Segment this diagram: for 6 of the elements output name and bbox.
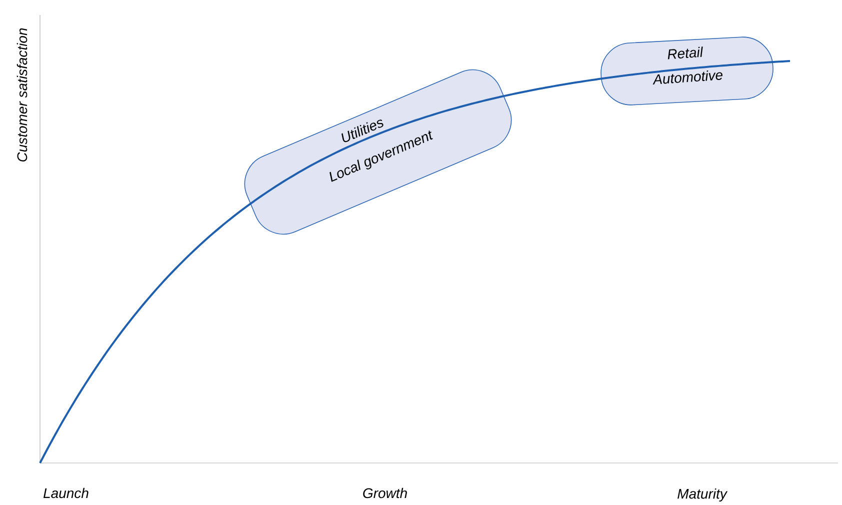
stage-label: Growth — [363, 488, 407, 498]
axis-title: Customer satisfaction — [16, 28, 28, 162]
stage-label: Maturity — [678, 488, 728, 502]
segment-label: Retail — [668, 46, 703, 60]
stage-label: Launch — [43, 488, 88, 498]
segment-label: Automotive — [652, 70, 722, 84]
